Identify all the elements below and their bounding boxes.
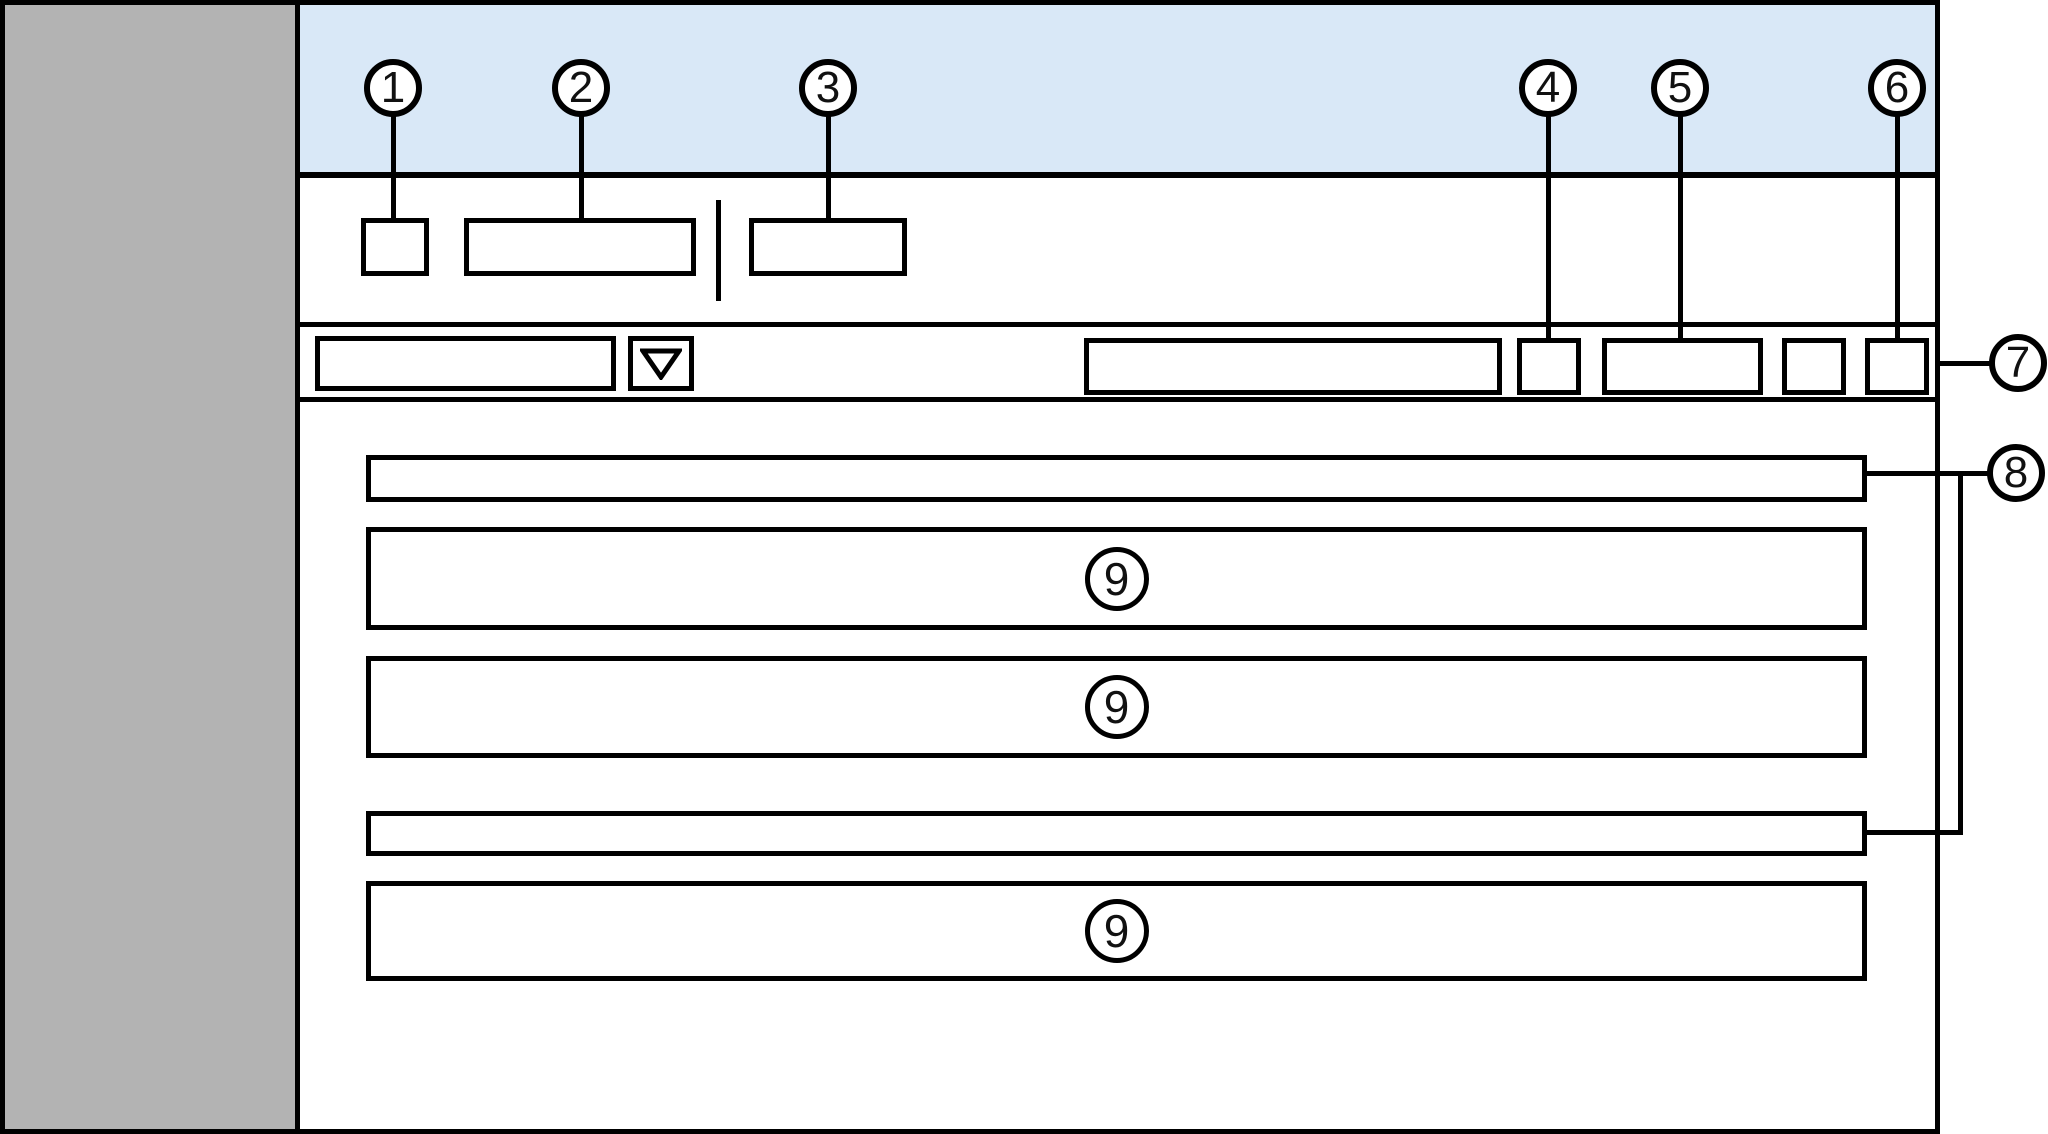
toolbar-long-field[interactable] [1084, 338, 1502, 395]
toolbar-button-6[interactable] [1865, 338, 1929, 395]
callout-8-connector-top [1867, 471, 1990, 476]
list-row-tall[interactable]: 9 [366, 881, 1867, 981]
callout-6: 6 [1868, 59, 1926, 117]
callout-8-bracket-vertical [1958, 471, 1963, 835]
callout-2: 2 [552, 59, 610, 117]
callout-6-stem [1895, 115, 1900, 338]
menu-item-3-box[interactable] [749, 218, 907, 276]
header-bottom-border [300, 172, 1940, 178]
callout-4: 4 [1519, 59, 1577, 117]
callout-8: 8 [1987, 444, 2045, 502]
callout-9-badge: 9 [1084, 675, 1149, 739]
callout-9-badge: 9 [1084, 546, 1149, 611]
frame-left-border [0, 0, 5, 1134]
toolbar-button-small[interactable] [1782, 338, 1846, 395]
triangle-down-icon [640, 348, 682, 380]
menu-item-2-box[interactable] [464, 218, 696, 276]
callout-4-stem [1546, 115, 1551, 338]
frame-top-border [0, 0, 1940, 5]
callout-9-badge: 9 [1084, 899, 1149, 963]
frame-bottom-border [0, 1129, 1940, 1134]
list-row-tall[interactable]: 9 [366, 656, 1867, 758]
menu-item-1-box[interactable] [361, 218, 429, 276]
sidebar-divider [295, 0, 300, 1134]
menu-divider [716, 200, 721, 301]
callout-3: 3 [799, 59, 857, 117]
list-row-thin[interactable] [366, 811, 1867, 856]
list-row-tall[interactable]: 9 [366, 527, 1867, 630]
callout-1-stem [391, 115, 396, 218]
callout-8-connector-bottom [1867, 830, 1963, 835]
callout-7: 7 [1989, 334, 2047, 392]
callout-5-stem [1678, 115, 1683, 338]
callout-7-connector [1940, 361, 1992, 366]
dropdown-field[interactable] [315, 336, 616, 391]
window-right-border [1935, 0, 1940, 1134]
toolbar-row-bottom-border [300, 397, 1935, 402]
list-row-thin[interactable] [366, 455, 1867, 502]
callout-3-stem [826, 115, 831, 218]
dropdown-arrow-button[interactable] [628, 336, 694, 391]
toolbar-button-5[interactable] [1602, 338, 1763, 395]
callout-2-stem [579, 115, 584, 218]
callout-1: 1 [364, 59, 422, 117]
sidebar [0, 0, 300, 1134]
toolbar-row-top-border [300, 322, 1935, 327]
toolbar-button-4[interactable] [1517, 338, 1581, 395]
callout-5: 5 [1651, 59, 1709, 117]
